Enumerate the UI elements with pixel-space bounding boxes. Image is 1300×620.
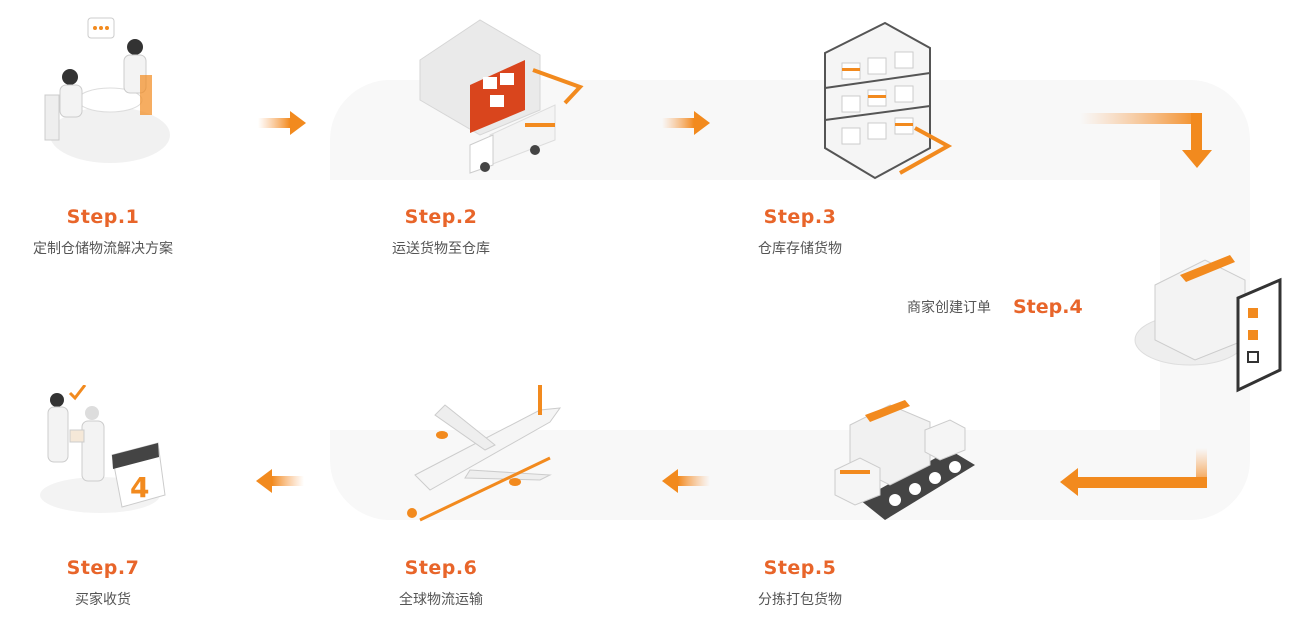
step-description: 买家收货 (75, 592, 131, 608)
svg-text:4: 4 (130, 471, 149, 504)
arrow-left-icon (662, 469, 710, 493)
shelf-illustration (824, 21, 953, 180)
step-description: 商家创建订单 (907, 300, 991, 316)
arrow-right-icon (662, 111, 710, 135)
step-title: Step.3 (763, 206, 837, 228)
arrow-turn-down-icon (1080, 113, 1212, 168)
step-description: 仓库存储货物 (758, 241, 842, 257)
step-1: Step.1 定制仓储物流解决方案 (0, 206, 223, 258)
step-title: Step.2 (404, 206, 478, 228)
step-2: Step.2 运送货物至仓库 (321, 206, 561, 258)
step-6: Step.6 全球物流运输 (321, 557, 561, 609)
step-description: 定制仓储物流解决方案 (33, 241, 173, 257)
delivery-illustration: 4 (40, 385, 166, 513)
step-description: 运送货物至仓库 (392, 241, 490, 257)
order-checklist-illustration (1134, 255, 1282, 393)
step-title: Step.4 (1013, 296, 1083, 318)
step-title: Step.6 (404, 557, 478, 579)
step-description: 分拣打包货物 (758, 592, 842, 608)
step-5: Step.5 分拣打包货物 (680, 557, 920, 609)
meeting-illustration (44, 17, 170, 163)
warehouse-truck-illustration (419, 19, 584, 174)
step-3: Step.3 仓库存储货物 (680, 206, 920, 258)
step-4: 商家创建订单 Step.4 (907, 296, 1083, 318)
airplane-illustration (407, 385, 562, 522)
arrow-turn-left-icon (1060, 448, 1207, 496)
step-title: Step.5 (763, 557, 837, 579)
arrow-left-icon (256, 469, 304, 493)
conveyor-illustration (834, 400, 975, 520)
step-7: Step.7 买家收货 (0, 557, 223, 609)
step-description: 全球物流运输 (399, 592, 483, 608)
arrow-right-icon (258, 111, 306, 135)
step-title: Step.1 (66, 206, 140, 228)
step-title: Step.7 (66, 557, 140, 579)
